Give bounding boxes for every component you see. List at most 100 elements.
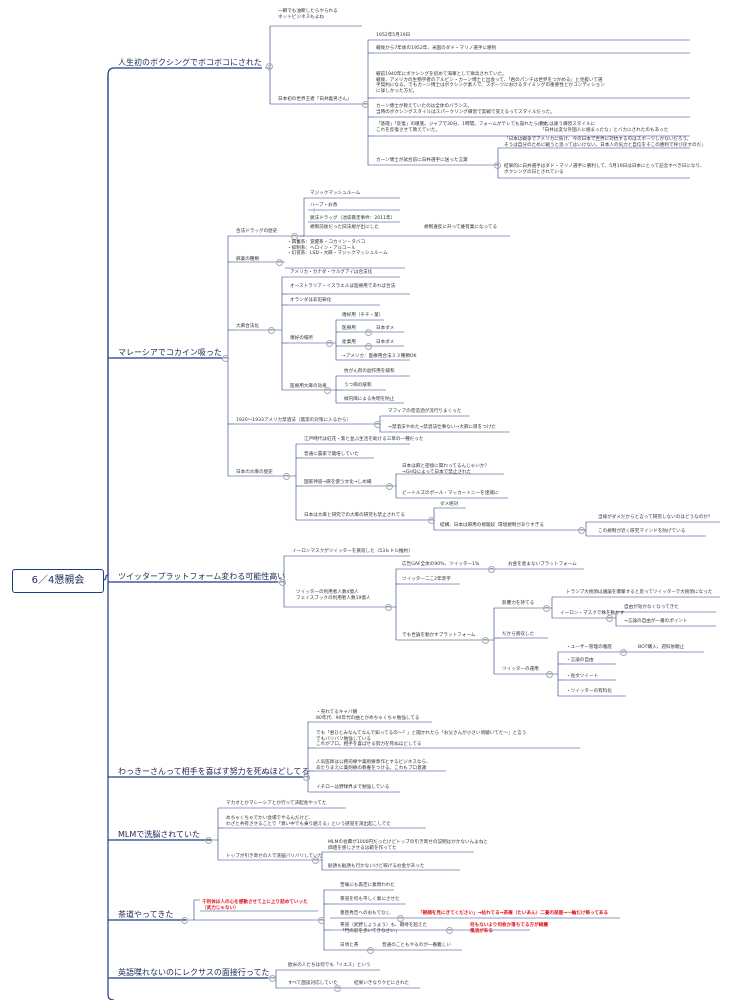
- collapse-icon[interactable]: −: [482, 637, 489, 644]
- collapse-icon[interactable]: −: [269, 975, 276, 982]
- collapse-icon[interactable]: −: [268, 327, 275, 334]
- node-text: めちゃくちゃでかい会場でやるんだけど、 わざと共有させることで「異い中でも乗り越…: [226, 816, 391, 827]
- node-text: ・興奮系：覚醒系・コカイン・タバコ ・抑制系：ヘロイン・アルコール ・幻覚系：L…: [287, 240, 388, 257]
- node-text: お金を産まないプラットフォーム: [508, 562, 577, 567]
- node-text: ダメ絶対: [440, 502, 459, 507]
- branch-title-mlm[interactable]: MLMで洗脳されていた: [118, 830, 201, 839]
- node-text: 勧誘も勧誘も行かないけど稼げるお金があった: [328, 864, 425, 869]
- collapse-icon[interactable]: −: [266, 63, 273, 70]
- node-text: 茶道（武野じょうよう）も、期待を超えた 「門の前を歩いてきなさい」: [340, 923, 428, 934]
- node-text: マカオとかマレーシアとか行って決起会やってた: [226, 801, 327, 806]
- collapse-icon[interactable]: −: [222, 355, 229, 362]
- collapse-icon[interactable]: −: [326, 340, 333, 347]
- node-text: 合法ドラッグの歴史: [236, 229, 278, 234]
- node-text: 1920〜1933アメリカ禁酒法（無実の対策に入るから）: [236, 418, 352, 423]
- node-text: 結果いきなりクビにされた: [354, 981, 410, 986]
- collapse-icon[interactable]: −: [365, 343, 372, 350]
- collapse-icon[interactable]: −: [362, 101, 369, 108]
- node-text: 麻薬の種類: [236, 257, 259, 262]
- node-text-highlight: 「朝顔を見にきてください」→枯れてる→茶庵（たいあん）二畳の部屋→一輪だけ飾って…: [418, 911, 609, 916]
- node-text: この規制が近く研究マインドを防げている: [598, 529, 686, 534]
- root-node[interactable]: 6／4懇親会: [12, 569, 104, 593]
- collapse-icon[interactable]: −: [324, 387, 331, 394]
- node-text: MLMの会費が1000円だったけどトップの引き寄せの説明はかかないんよねと 価値…: [328, 840, 488, 851]
- node-text: アメリカ・カナダ・ウルグアイは合法化: [290, 270, 373, 275]
- node-text: 苦痛にも再否に素問われた: [340, 883, 395, 888]
- node-text: でも世論を動かすプラットフォーム: [402, 633, 476, 638]
- collapse-icon[interactable]: −: [546, 671, 553, 678]
- node-text: →禁酒法やめた→禁酒法仕事ない→大麻に目をつけた: [388, 425, 497, 430]
- node-text: ビートルズのポール・マッカートニーを逮捕に: [402, 491, 499, 496]
- branch-title-lexus[interactable]: 英語喋れないのにレクサスの面接行ってた: [118, 968, 270, 977]
- node-text: 医療用: [342, 326, 356, 331]
- node-text: 日本は麻と密接に関わってるんじゃいか？ →GHQによって日本で禁止された: [402, 464, 490, 475]
- collapse-icon[interactable]: −: [276, 259, 283, 266]
- collapse-icon[interactable]: −: [397, 915, 404, 922]
- node-text: ・ツイッターの有料化: [566, 689, 612, 694]
- collapse-icon[interactable]: −: [606, 615, 613, 622]
- collapse-icon[interactable]: −: [334, 985, 341, 992]
- collapse-icon[interactable]: −: [428, 517, 435, 524]
- node-text: イーロン・マスクで株を動かす: [560, 611, 625, 616]
- node-text: ・長文ツイート: [566, 674, 599, 679]
- node-text: 緑内障による失明を防止: [344, 397, 395, 402]
- node-text: イチローは野球界まで勉強している: [316, 785, 390, 790]
- node-text: 結果的に白井選手はダド・マリノ選手に勝利して、5月19日は日本にとって記念すべき…: [504, 164, 705, 175]
- collapse-icon[interactable]: −: [374, 421, 381, 428]
- collapse-icon[interactable]: −: [303, 774, 310, 781]
- node-text: BOT購入、週科依頼止: [638, 645, 685, 650]
- branch-title-sado[interactable]: 茶道やってきた: [118, 910, 174, 919]
- node-text: 一瞬でも油断したらやられる ネットビジネスもよね: [278, 9, 338, 20]
- node-text: 普通のこともやるのが一番難しい: [382, 943, 451, 948]
- node-text: カーン博士が教えていたのは全体のバランス。 当時のボクシングスタイルはスパークリ…: [376, 104, 555, 115]
- collapse-icon[interactable]: −: [488, 566, 495, 573]
- node-text: マジックマッシュルーム: [310, 191, 361, 196]
- collapse-icon[interactable]: −: [291, 233, 298, 240]
- node-text: 日本初の世界王者「白井義男さん」: [278, 97, 352, 102]
- node-text: でも「君ひとみなんてなんで知ってるの〜？」と聞かれたら「お父さんが小さい頃聴いて…: [316, 731, 527, 748]
- collapse-icon[interactable]: −: [279, 579, 286, 586]
- collapse-icon[interactable]: −: [367, 947, 374, 954]
- collapse-icon[interactable]: −: [365, 329, 372, 336]
- branch-title-boxing[interactable]: 人生初のボクシングでボコボコにされた: [118, 58, 262, 67]
- node-text: ツイッターの利用者人数4億人 フェイスブックの利用者人数19億人: [296, 590, 371, 601]
- collapse-icon[interactable]: −: [385, 604, 392, 611]
- node-text: 日本ダメ: [376, 340, 395, 345]
- node-text: 結構、日本は麻用の視聴段: [440, 523, 496, 528]
- branch-title-malaysia[interactable]: マレーシアでコカイン吸った: [118, 348, 222, 357]
- node-text: トランプ大統領は議論を爆撃すると思ってツイッターで大統領になった: [566, 590, 713, 595]
- node-text-highlight: 何もないより何枚か落ちてる方が綺麗 風流がある: [470, 923, 548, 934]
- collapse-icon[interactable]: −: [205, 837, 212, 844]
- collapse-icon[interactable]: −: [578, 527, 585, 534]
- branch-title-twitter[interactable]: ツイッタープラットフォーム変わる可能性高い: [118, 572, 286, 581]
- node-text: 普通に農家で栽培していた: [304, 452, 359, 457]
- collapse-icon[interactable]: −: [312, 857, 319, 864]
- collapse-icon[interactable]: −: [318, 917, 325, 924]
- node-text: 日本ダメ: [376, 326, 395, 331]
- node-text: 「基礎」「反復」の徹底。ジャブで30分、1時間。フォームがテレても崩れたら戻す。…: [376, 122, 552, 133]
- node-text: 戦後から7年後の1952年、米国のダド・マリノ選手に勝利: [376, 46, 497, 51]
- node-text: 抗がん剤の副作用を緩和: [344, 369, 395, 374]
- collapse-icon[interactable]: −: [543, 605, 550, 612]
- node-text: 国家神道→麻を使う文化→しめ縄: [304, 480, 372, 485]
- node-text: 人気医師は公務司療や薬剤療専作とするビジネスなら、 あたりまえに薬剤療の教養をつ…: [316, 760, 431, 771]
- collapse-icon[interactable]: −: [386, 483, 393, 490]
- branch-title-wakki[interactable]: わっきーさんって相手を喜ばす努力を死ぬほどしてる: [118, 767, 310, 776]
- collapse-icon[interactable]: −: [494, 162, 501, 169]
- node-text-highlight: 千利休は人の心を感動させて上に上り詰めていった （武力じゃない）: [202, 900, 308, 911]
- node-text: オランダは非犯罪化: [290, 298, 332, 303]
- node-text: ハーブ・お香: [310, 203, 338, 208]
- node-text: トップが引き寄せの人で洗脳バリバリしていた: [226, 854, 323, 859]
- node-text: 影響力を持てる: [502, 601, 535, 606]
- node-text: 日頃と茶: [340, 943, 359, 948]
- node-text: 他とは違う練習スタイルに 「白井は変な外国人に絡まったな」とバカにされたのもあっ…: [540, 122, 669, 133]
- node-text: 嗜好の場所: [290, 336, 313, 341]
- node-text: 医療用大麻の効果: [290, 384, 327, 389]
- collapse-icon[interactable]: −: [620, 649, 627, 656]
- node-text: 戦前1940年にボクシングを初めて海軍として徴兵されていた。 戦後、アメリカの生…: [376, 72, 605, 94]
- node-text: 日本は大麻と研究での大麻の研究も禁止されてる: [304, 513, 405, 518]
- collapse-icon[interactable]: −: [181, 917, 188, 924]
- collapse-icon[interactable]: −: [283, 473, 290, 480]
- collapse-icon[interactable]: −: [446, 927, 453, 934]
- node-text: だから買収した: [502, 632, 535, 637]
